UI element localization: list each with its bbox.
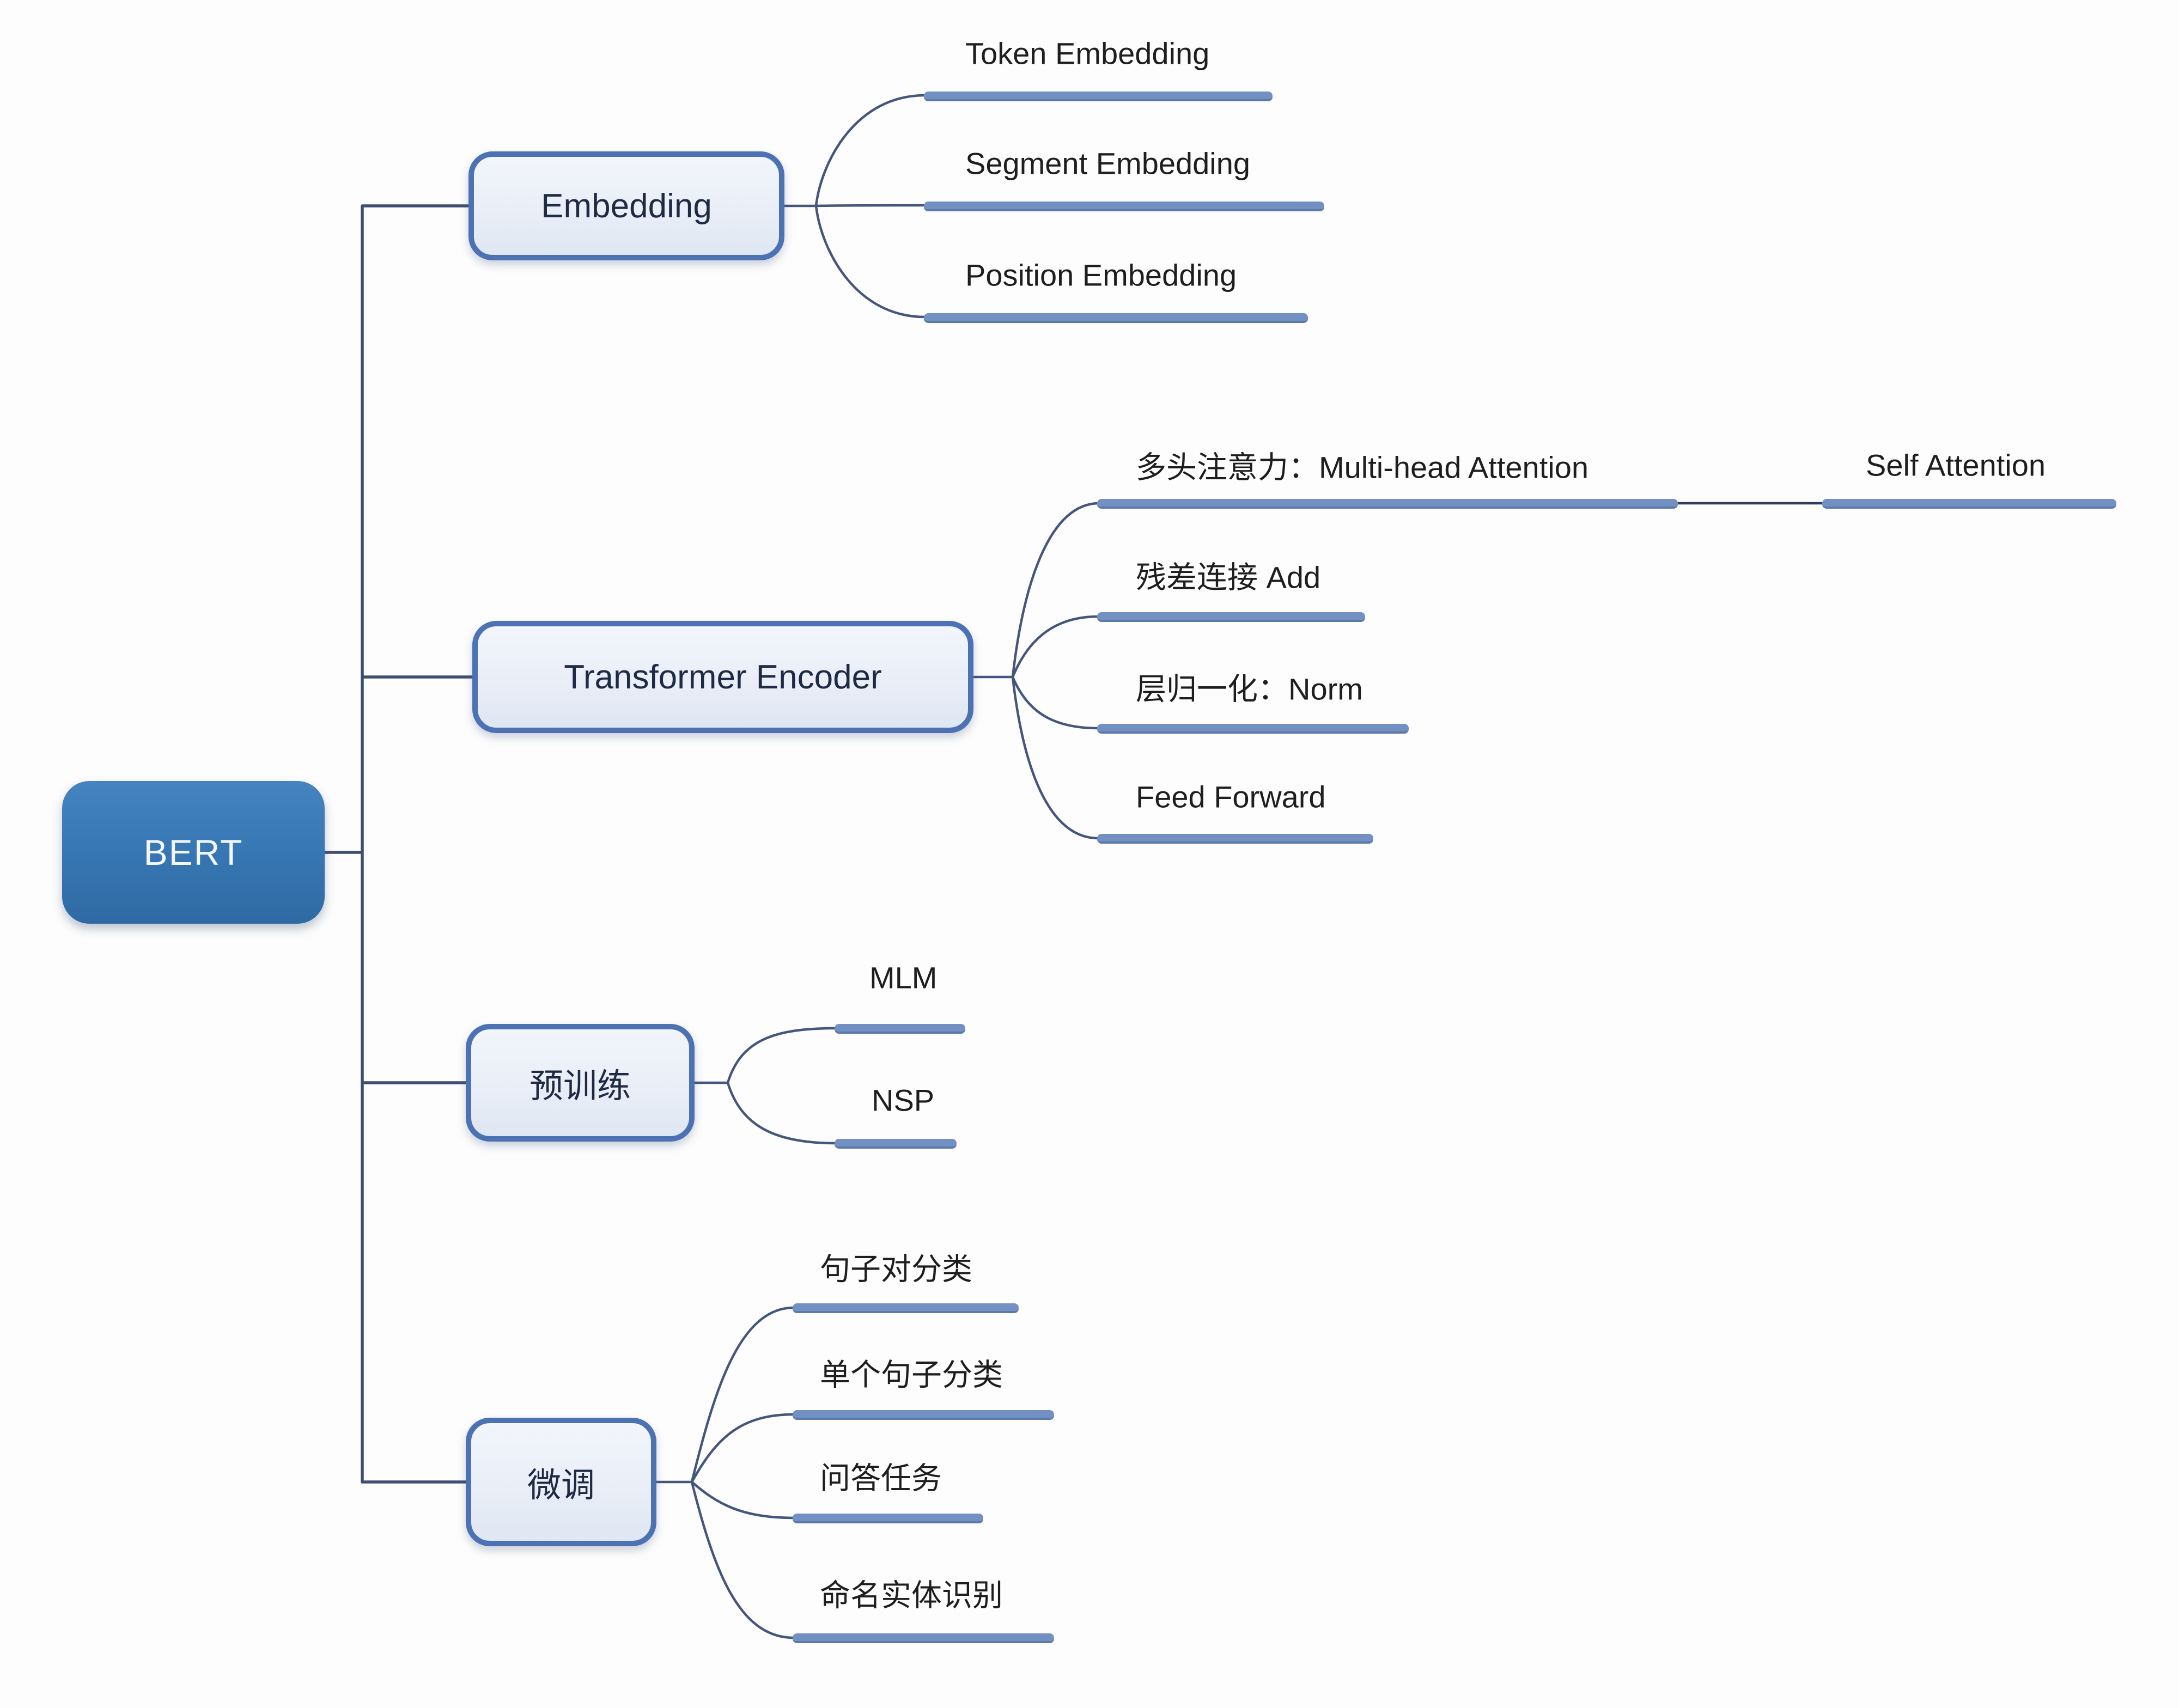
leaf-self-attention[interactable]: Self Attention (1866, 448, 2046, 483)
leaf-layer-norm-underline (1097, 724, 1409, 734)
branch-finetune-label: 微调 (527, 1467, 595, 1504)
leaf-layer-norm[interactable]: 层归一化：Norm (1136, 672, 1363, 706)
leaf-mlm[interactable]: MLM (869, 960, 938, 995)
root-node-bert[interactable]: BERT (62, 781, 325, 924)
leaf-feed-forward-underline (1097, 834, 1373, 844)
transformer-branch-curves (971, 502, 1100, 840)
branch-embedding-label: Embedding (541, 187, 712, 225)
branch-pretrain[interactable]: 预训练 (466, 1024, 695, 1142)
leaf-question-answering[interactable]: 问答任务 (820, 1461, 942, 1496)
branch-finetune[interactable]: 微调 (466, 1418, 656, 1546)
leaf-segment-embedding[interactable]: Segment Embedding (965, 146, 1251, 181)
branch-transformer-encoder[interactable]: Transformer Encoder (472, 621, 973, 733)
leaf-token-embedding[interactable]: Token Embedding (965, 36, 1210, 71)
pretrain-branch-curves (693, 1027, 837, 1145)
leaf-multi-head-attention[interactable]: 多头注意力：Multi-head Attention (1136, 450, 1588, 485)
leaf-nsp[interactable]: NSP (872, 1083, 935, 1118)
leaf-position-embedding-underline (924, 313, 1308, 323)
leaf-question-answering-underline (793, 1514, 983, 1523)
branch-pretrain-label: 预训练 (529, 1068, 631, 1105)
leaf-multi-head-attention-underline (1097, 499, 1678, 509)
leaf-sentence-pair-classification[interactable]: 句子对分类 (820, 1252, 972, 1286)
leaf-nsp-underline (835, 1139, 957, 1149)
finetune-branch-curves (655, 1306, 795, 1639)
root-node-label: BERT (143, 832, 244, 873)
leaf-self-attention-underline (1822, 499, 2116, 509)
leaf-segment-embedding-underline (924, 202, 1324, 211)
leaf-residual-add[interactable]: 残差连接 Add (1136, 560, 1321, 595)
branch-embedding[interactable]: Embedding (468, 151, 784, 260)
leaf-named-entity-recognition-underline (793, 1633, 1054, 1643)
leaf-mlm-underline (835, 1024, 965, 1034)
leaf-single-sentence-classification-underline (793, 1410, 1054, 1420)
leaf-token-embedding-underline (924, 91, 1273, 101)
leaf-feed-forward[interactable]: Feed Forward (1136, 779, 1326, 814)
branch-transformer-encoder-label: Transformer Encoder (564, 658, 882, 696)
leaf-residual-add-underline (1097, 612, 1365, 622)
leaf-single-sentence-classification[interactable]: 单个句子分类 (820, 1357, 1003, 1392)
trunk-line (323, 204, 476, 1484)
leaf-named-entity-recognition[interactable]: 命名实体识别 (820, 1578, 1003, 1613)
leaf-position-embedding[interactable]: Position Embedding (965, 258, 1237, 292)
embedding-branch-curves (783, 94, 927, 319)
leaf-sentence-pair-classification-underline (793, 1303, 1019, 1313)
